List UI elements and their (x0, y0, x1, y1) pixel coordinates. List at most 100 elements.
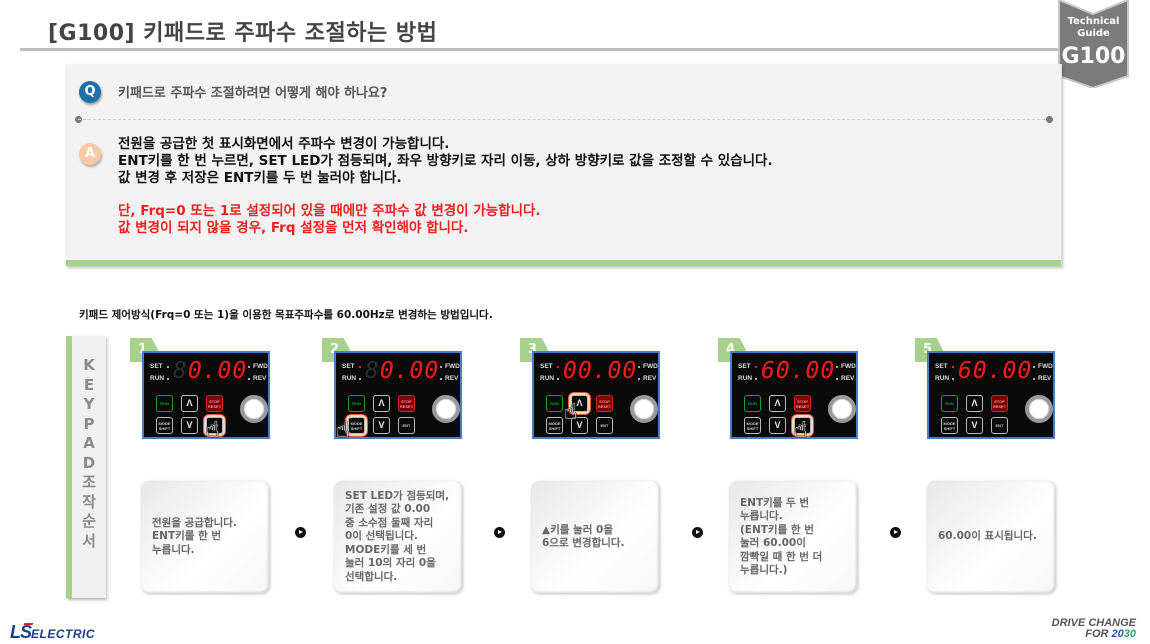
seven-segment-display: 80.00 (173, 358, 248, 384)
fwd-label: FWD (841, 363, 856, 370)
answer-line: 전원을 공급한 첫 표시화면에서 주파수 변경이 가능합니다. (118, 136, 450, 152)
set-label: SET (935, 363, 948, 370)
mode-shift-key[interactable]: MODE SHIFT (941, 417, 958, 434)
mode-shift-key[interactable]: MODE SHIFT (546, 417, 563, 434)
run-label: RUN (342, 375, 357, 382)
run-label: RUN (540, 375, 555, 382)
step-2-description: SET LED가 점등되며, 기존 설정 값 0.00 중 소수점 둘째 자리 … (334, 481, 462, 593)
answer-line: 값 변경 후 저장은 ENT키를 두 번 눌러야 합니다. (118, 170, 402, 186)
stop-reset-key[interactable]: STOP RESET (596, 395, 613, 412)
seven-segment-display: 60.00 (958, 358, 1033, 384)
fwd-label: FWD (1038, 363, 1053, 370)
run-led-icon (755, 378, 757, 380)
set-led-icon (167, 366, 169, 368)
set-led-icon (359, 366, 361, 368)
page-title: [G100] 키패드로 주파수 조절하는 방법 (48, 21, 438, 46)
step-3-description: ▲키를 눌러 0을 6으로 변경합니다. (531, 481, 659, 593)
footer-slogan: DRIVE CHANGE FOR 2030 (1051, 617, 1136, 640)
down-key[interactable]: V (373, 417, 390, 434)
run-led-icon (359, 378, 361, 380)
rev-label: REV (1038, 375, 1052, 382)
pointing-hand-icon: ☝ (206, 418, 220, 443)
set-label: SET (342, 363, 355, 370)
next-arrow-icon (295, 527, 306, 538)
ent-key[interactable]: ENT (398, 417, 415, 434)
next-arrow-icon (494, 527, 505, 538)
stop-reset-key[interactable]: STOP RESET (794, 395, 811, 412)
answer-line: ENT키를 한 번 누르면, SET LED가 점등되며, 좌우 방향키로 자리… (118, 153, 773, 169)
rev-led-icon (638, 378, 640, 380)
seven-segment-display: 60.00 (761, 358, 836, 384)
step-5: 5 SET RUN 60.00 FWD REV RUN Λ STOP RESET… (915, 338, 1055, 463)
mode-shift-key[interactable]: MODE SHIFT (744, 417, 761, 434)
ent-key[interactable]: ENT (991, 417, 1008, 434)
title-divider (20, 48, 1070, 51)
run-label: RUN (150, 375, 165, 382)
down-key[interactable]: V (966, 417, 983, 434)
run-label: RUN (935, 375, 950, 382)
ent-key[interactable]: ENT (206, 417, 223, 434)
up-key[interactable]: Λ (181, 395, 198, 412)
keypad-panel: SET RUN 80.00 FWD REV RUN Λ STOP RESET M… (334, 351, 462, 439)
step-5-description: 60.00이 표시됩니다. (927, 481, 1055, 593)
pointing-hand-icon: ☝ (564, 400, 578, 425)
step-3: 3 SET RUN 00.00 FWD REV RUN Λ STOP RESET… (520, 338, 660, 463)
up-key[interactable]: Λ (571, 395, 588, 412)
set-label: SET (540, 363, 553, 370)
badge-model: G100 (1061, 44, 1126, 69)
run-key[interactable]: RUN (941, 395, 958, 412)
down-key[interactable]: V (181, 417, 198, 434)
fwd-led-icon (440, 366, 442, 368)
mode-shift-key[interactable]: MODE SHIFT (156, 417, 173, 434)
fwd-label: FWD (445, 363, 460, 370)
set-led-icon (557, 366, 559, 368)
fwd-led-icon (836, 366, 838, 368)
step-1: 1 SET RUN 80.00 FWD REV RUN Λ STOP RESET… (130, 338, 270, 463)
frequency-dial[interactable] (828, 395, 856, 423)
next-arrow-icon (890, 527, 901, 538)
run-led-icon (167, 378, 169, 380)
question-icon: Q (79, 81, 101, 103)
up-key[interactable]: Λ (373, 395, 390, 412)
down-key[interactable]: V (571, 417, 588, 434)
run-key[interactable]: RUN (546, 395, 563, 412)
rev-led-icon (1033, 378, 1035, 380)
fwd-led-icon (248, 366, 250, 368)
frequency-dial[interactable] (1025, 395, 1053, 423)
rev-led-icon (836, 378, 838, 380)
down-key[interactable]: V (769, 417, 786, 434)
rev-led-icon (248, 378, 250, 380)
frequency-dial[interactable] (240, 395, 268, 423)
warning-line: 단, Frq=0 또는 1로 설정되어 있을 때에만 주파수 값 변경이 가능합… (118, 203, 541, 219)
run-key[interactable]: RUN (348, 395, 365, 412)
warning-line: 값 변경이 되지 않을 경우, Frq 설정을 먼저 확인해야 합니다. (118, 220, 469, 236)
run-key[interactable]: RUN (156, 395, 173, 412)
pointing-hand-icon: ☝ (336, 418, 350, 443)
fwd-label: FWD (643, 363, 658, 370)
fwd-led-icon (1033, 366, 1035, 368)
mode-shift-key[interactable]: MODE SHIFT (348, 417, 365, 434)
stop-reset-key[interactable]: STOP RESET (398, 395, 415, 412)
rev-label: REV (445, 375, 459, 382)
frequency-dial[interactable] (630, 395, 658, 423)
run-key[interactable]: RUN (744, 395, 761, 412)
keypad-panel: SET RUN 60.00 FWD REV RUN Λ STOP RESET M… (730, 351, 858, 439)
stop-reset-key[interactable]: STOP RESET (206, 395, 223, 412)
ent-key[interactable]: ENT (596, 417, 613, 434)
step-4: 4 SET RUN 60.00 FWD REV RUN Λ STOP RESET… (718, 338, 858, 463)
rev-label: REV (643, 375, 657, 382)
run-led-icon (952, 378, 954, 380)
up-key[interactable]: Λ (769, 395, 786, 412)
set-label: SET (150, 363, 163, 370)
rev-led-icon (440, 378, 442, 380)
fwd-led-icon (638, 366, 640, 368)
frequency-dial[interactable] (432, 395, 460, 423)
ent-key[interactable]: ENT (794, 417, 811, 434)
stop-reset-key[interactable]: STOP RESET (991, 395, 1008, 412)
qa-box: Q 키패드로 주파수 조절하려면 어떻게 해야 하나요? A 전원을 공급한 첫… (66, 64, 1062, 266)
up-key[interactable]: Λ (966, 395, 983, 412)
set-led-icon (952, 366, 954, 368)
